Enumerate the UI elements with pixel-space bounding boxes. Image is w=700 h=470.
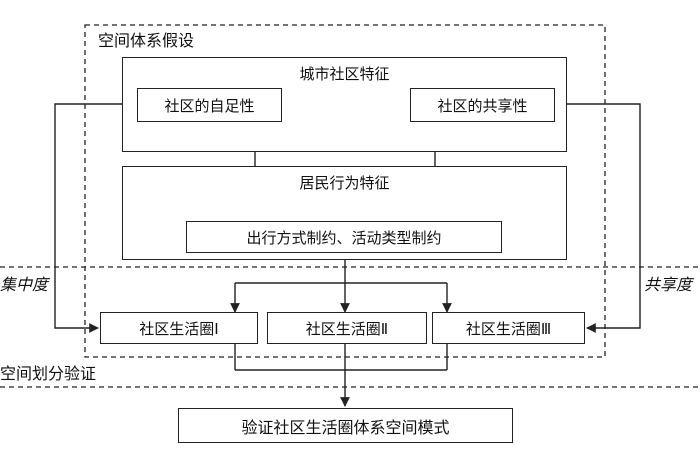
life-circle-1-box: 社区生活圈Ⅰ (100, 312, 258, 344)
life-circle-2-box: 社区生活圈Ⅱ (267, 312, 427, 344)
resident-behavior-title: 居民行为特征 (299, 174, 390, 192)
self-sufficiency-box: 社区的自足性 (137, 88, 282, 122)
constraints-box: 出行方式制约、活动类型制约 (186, 221, 502, 253)
life-circle-3-box: 社区生活圈Ⅲ (432, 312, 585, 344)
sharing-box: 社区的共享性 (410, 88, 555, 122)
verify-mode-box: 验证社区生活圈体系空间模式 (178, 408, 513, 443)
spatial-hypothesis-label: 空间体系假设 (98, 31, 195, 50)
arrow-sharing-loop (555, 103, 641, 333)
spatial-division-label: 空间划分验证 (0, 364, 97, 383)
sharing-degree-label: 共享度 (644, 275, 693, 294)
arrow-concentration-loop (54, 103, 137, 333)
concentration-label: 集中度 (0, 275, 49, 294)
urban-community-title: 城市社区特征 (299, 65, 390, 83)
